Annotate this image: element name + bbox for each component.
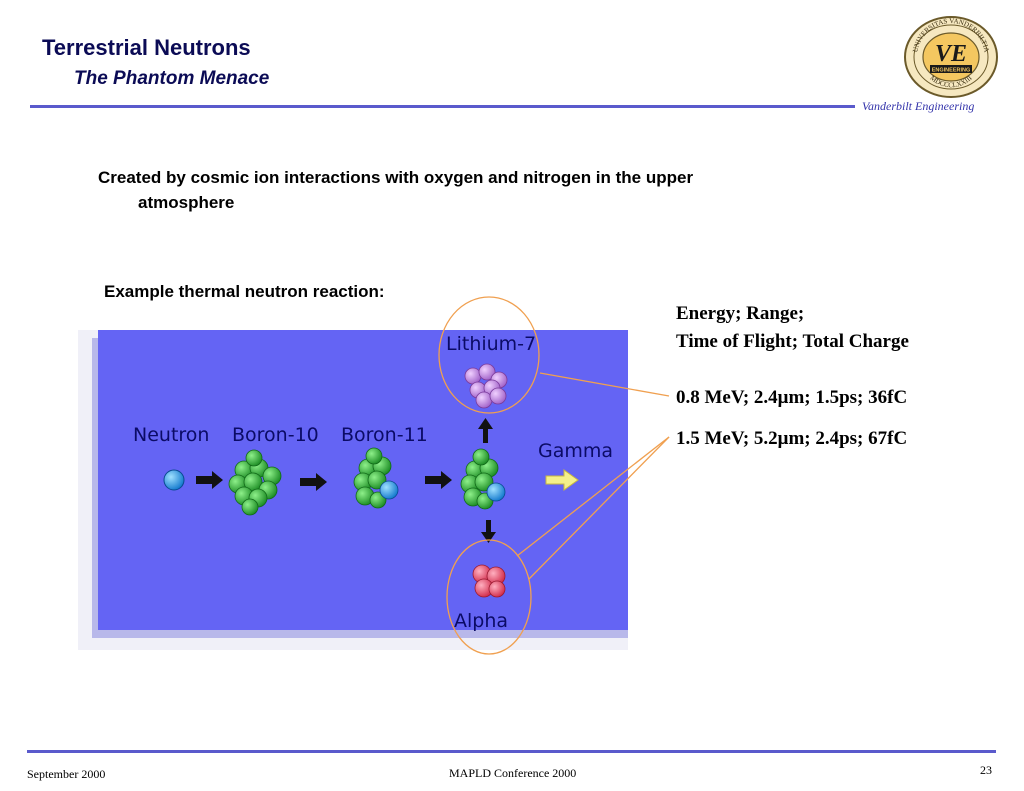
excited-nucleus [460,448,506,510]
footer-divider [27,750,996,753]
neutron-reaction-diagram: Neutron Boron-10 Boron-11 Lithium-7 Gamm… [78,330,628,650]
svg-text:VE: VE [935,41,967,67]
page-number: 23 [980,763,992,777]
gamma-label: Gamma [538,440,613,462]
neutron-label: Neutron [133,424,209,446]
boron11-label: Boron-11 [341,424,428,446]
lithium-properties: 0.8 MeV; 2.4μm; 1.5ps; 36fC [676,387,908,408]
properties-header-line-2: Time of Flight; Total Charge [676,331,909,352]
slide-subtitle: The Phantom Menace [74,68,270,89]
alpha-properties: 1.5 MeV; 5.2μm; 2.4ps; 67fC [676,428,908,449]
slide-title: Terrestrial Neutrons [42,35,251,60]
bullet-cosmic-origin: Created by cosmic ion interactions with … [98,165,868,215]
boron11-nucleus [353,447,399,509]
example-reaction-label: Example thermal neutron reaction: [104,282,385,301]
arrow-icon [196,418,496,543]
header-divider [30,105,855,108]
alpha-label: Alpha [454,610,508,632]
neutron-particle [163,469,185,491]
lithium7-label: Lithium-7 [446,333,536,355]
vanderbilt-seal-logo: UNIVERSITAS VANDERBILTIA MDCCCLXXIII VE … [904,16,998,98]
svg-text:ENGINEERING: ENGINEERING [932,68,971,74]
footer-date: September 2000 [27,767,106,781]
properties-header-line-1: Energy; Range; [676,303,805,324]
brand-text: Vanderbilt Engineering [862,99,975,113]
bullet-line-1: Created by cosmic ion interactions with … [98,168,694,187]
bullet-line-2: atmosphere [138,193,235,212]
footer-conference: MAPLD Conference 2000 [449,766,577,780]
boron10-nucleus [228,449,282,516]
boron10-label: Boron-10 [232,424,319,446]
alpha-particle [472,564,506,598]
